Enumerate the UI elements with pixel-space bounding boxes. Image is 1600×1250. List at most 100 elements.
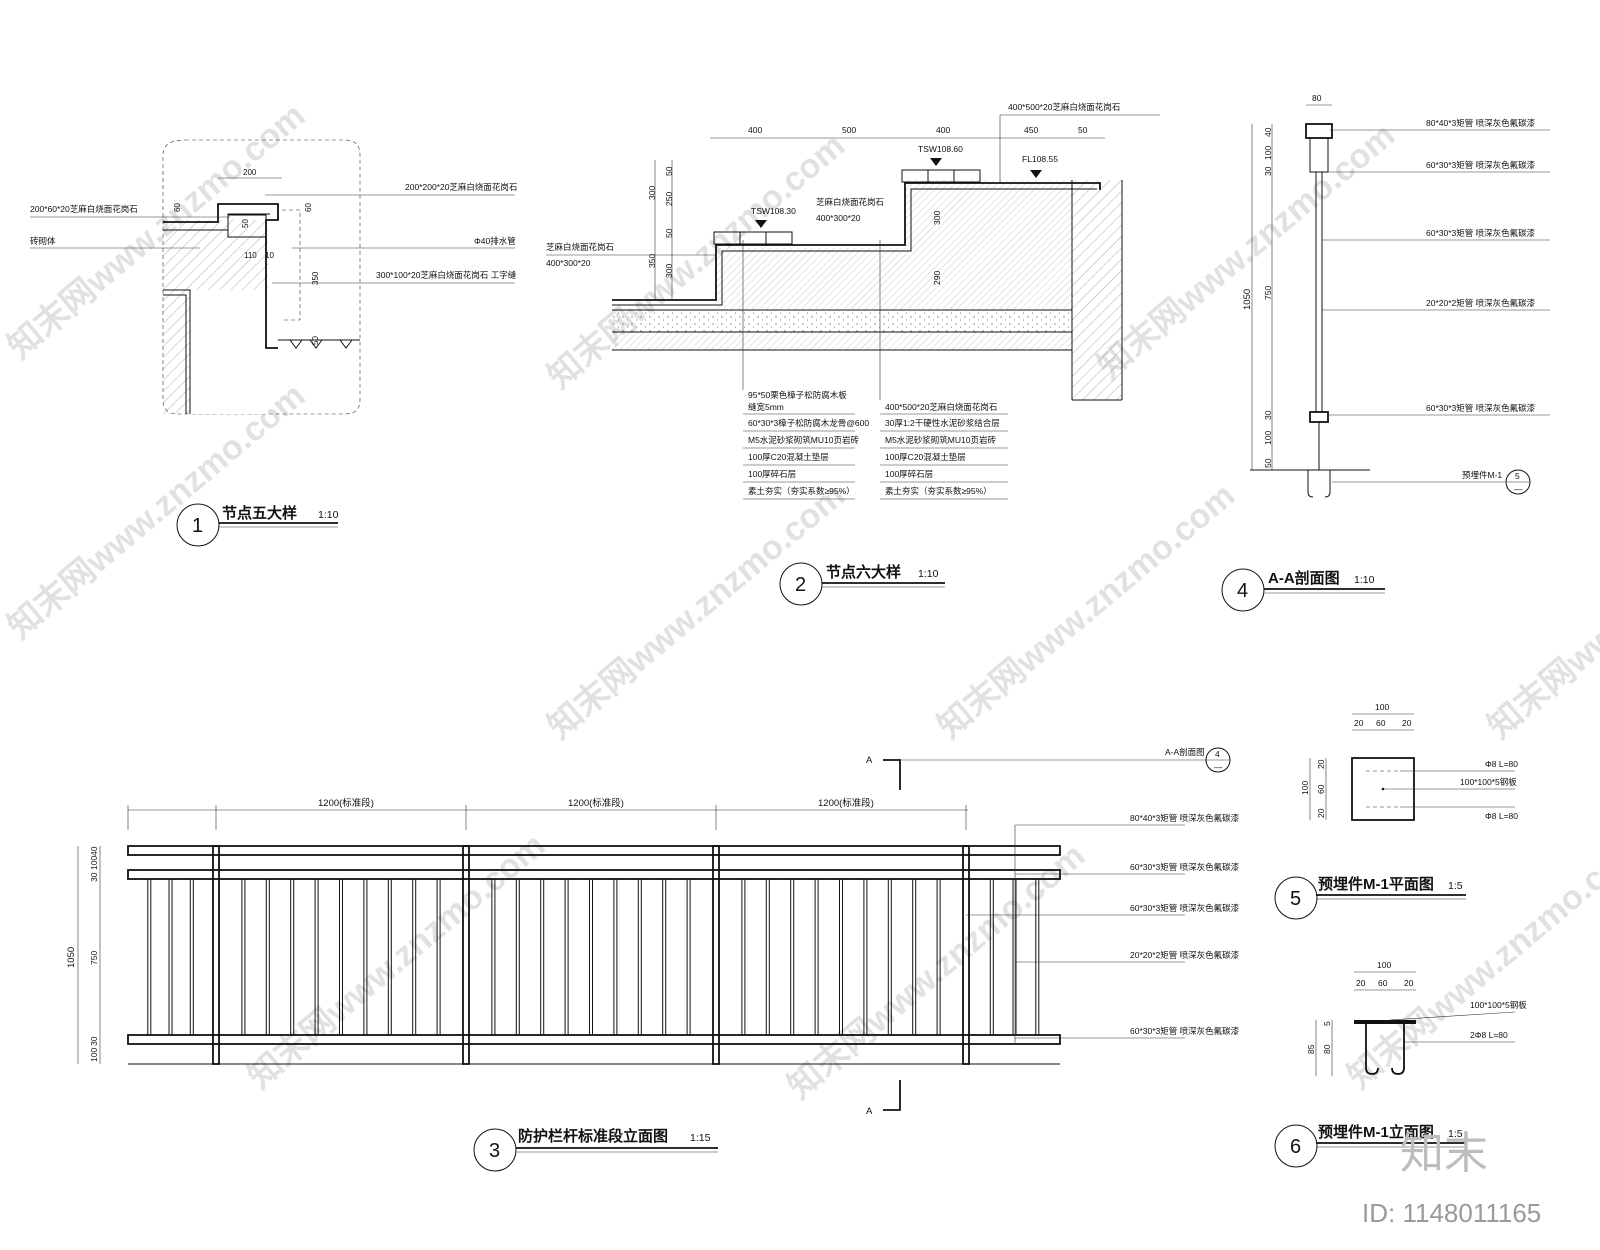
dim-text: 100 xyxy=(89,856,99,870)
detail-number-circle xyxy=(176,503,220,547)
layer-note: 100厚C20混凝土垫层 xyxy=(748,452,829,462)
dim-text: 20 xyxy=(1354,718,1364,728)
paver-row xyxy=(713,231,793,245)
leader-label: 60*30*3矩管 喷深灰色氟碳漆 xyxy=(1130,862,1240,872)
baluster xyxy=(814,878,819,1036)
leader-label: 100*100*5钢板 xyxy=(1460,777,1517,787)
segment-dim: 1200(标准段) xyxy=(568,797,624,809)
leader-label: Φ8 L=80 xyxy=(1485,811,1518,821)
dim-text: 200 xyxy=(243,168,257,177)
dim-text: 350 xyxy=(647,254,657,268)
baluster xyxy=(491,878,496,1036)
section-cut-mark xyxy=(883,759,901,790)
granite-block xyxy=(227,214,267,238)
leader-label: 60*30*3矩管 喷深灰色氟碳漆 xyxy=(1130,903,1240,913)
detail-scale: 1:10 xyxy=(918,568,939,580)
layer-note: 100厚碎石层 xyxy=(748,469,796,479)
paver-row xyxy=(901,169,981,183)
dim-text: 10 xyxy=(265,251,274,260)
dim-text: 20 xyxy=(1316,808,1326,818)
detail-scale: 1:10 xyxy=(1354,574,1375,586)
baluster xyxy=(741,878,746,1036)
watermark-text: 知末网www.znzmo.com xyxy=(541,476,852,746)
detail-number: 2 xyxy=(795,574,806,596)
post xyxy=(712,845,720,1065)
baluster xyxy=(1012,878,1017,1036)
dim-text: 110 xyxy=(244,251,257,260)
detail-title: 节点六大样 xyxy=(826,563,901,581)
brand-logo: 知末 xyxy=(1400,1129,1488,1178)
dim-text: 1050 xyxy=(1242,289,1253,310)
baluster xyxy=(839,878,843,1036)
detail-4: 80 1050 40 100 30 750 30 100 50 80*40*3矩… xyxy=(1221,93,1550,612)
dim-text: 350 xyxy=(311,271,320,285)
detail-scale: 1:10 xyxy=(318,509,339,521)
baluster xyxy=(863,878,868,1036)
dim-text: 20 xyxy=(1402,718,1412,728)
ground-symbol xyxy=(289,339,353,349)
leader-label: 砖砌体 xyxy=(30,236,56,246)
layer-note: 95*50栗色樟子松防腐木板 xyxy=(748,390,847,400)
baluster xyxy=(589,878,593,1036)
building-wall xyxy=(1072,180,1122,400)
baluster xyxy=(265,878,270,1036)
detail-5: 100 20 60 20 100 20 60 20 Φ8 L=80 100*10… xyxy=(1274,702,1518,920)
embed-anchor xyxy=(1307,470,1331,498)
detail-title: 预埋件M-1平面图 xyxy=(1318,875,1434,893)
dim-text: 50 xyxy=(664,166,674,176)
segment-dim: 1200(标准段) xyxy=(818,797,874,809)
wall-outline xyxy=(1071,180,1123,401)
baluster xyxy=(515,878,520,1036)
watermark-text: 知末网www.znzmo.com xyxy=(241,826,552,1096)
leader-label: Φ40排水管 xyxy=(474,236,516,246)
layer-table-left: 95*50栗色樟子松防腐木板 缝宽5mm 60*30*3樟子松防腐木龙骨@600… xyxy=(743,390,869,500)
dim-text: 40 xyxy=(1263,127,1273,137)
leader-label: 200*60*20芝麻白烧面花岗石 xyxy=(30,204,138,214)
bottom-rail xyxy=(1309,411,1329,423)
leader-label: 20*20*2矩管 喷深灰色氟碳漆 xyxy=(1130,950,1240,960)
elevation-marker xyxy=(755,220,767,228)
top-rail xyxy=(1305,123,1333,139)
section-cut-mark xyxy=(883,1080,901,1111)
dim-text: 400 xyxy=(748,125,762,135)
dim-text: 20 xyxy=(1316,759,1326,769)
baluster xyxy=(1035,878,1040,1036)
post xyxy=(462,845,470,1065)
dim-text: 50 xyxy=(311,336,320,345)
detail-number: 4 xyxy=(1237,580,1248,602)
leader-label: 400*300*20 xyxy=(546,258,591,268)
anchor-bar xyxy=(1365,1024,1405,1075)
leader-label: 400*500*20芝麻白烧面花岗石 xyxy=(1008,102,1120,112)
dim-text: 50 xyxy=(241,219,250,228)
dim-text: 60 xyxy=(1376,718,1386,728)
detail-title: 预埋件M-1立面图 xyxy=(1318,1123,1434,1141)
capping-stone xyxy=(163,203,279,349)
layer-note: 100厚C20混凝土垫层 xyxy=(885,452,966,462)
elevation-marker xyxy=(930,158,942,166)
detail-number-circle xyxy=(1274,1124,1318,1168)
post xyxy=(212,845,220,1065)
detail-scale: 1:5 xyxy=(1448,880,1463,892)
dim-text: 750 xyxy=(89,951,99,965)
layer-note: 100厚碎石层 xyxy=(885,469,933,479)
dim-text: 300 xyxy=(647,186,657,200)
leader-label: 60*30*3矩管 喷深灰色氟碳漆 xyxy=(1426,403,1536,413)
baluster xyxy=(168,878,173,1036)
dim-text: 50 xyxy=(1078,125,1088,135)
watermark-text: 知末网www.znzmo.com xyxy=(1091,116,1402,386)
baluster xyxy=(613,878,618,1036)
dim-text: 80 xyxy=(1322,1044,1332,1054)
baluster xyxy=(765,878,770,1036)
baluster xyxy=(436,878,441,1036)
leader-label: 80*40*3矩管 喷深灰色氟碳漆 xyxy=(1426,118,1536,128)
baluster xyxy=(989,878,994,1036)
brick-masonry xyxy=(905,180,1072,248)
dim-text: 60 xyxy=(1316,784,1326,794)
dim-text: 100 xyxy=(1377,960,1391,970)
reference-sheet: — xyxy=(1514,484,1523,494)
reference-number: 4 xyxy=(1215,749,1220,759)
baluster xyxy=(790,878,795,1036)
upper-rail xyxy=(127,869,1061,880)
section-letter: A xyxy=(866,755,873,766)
